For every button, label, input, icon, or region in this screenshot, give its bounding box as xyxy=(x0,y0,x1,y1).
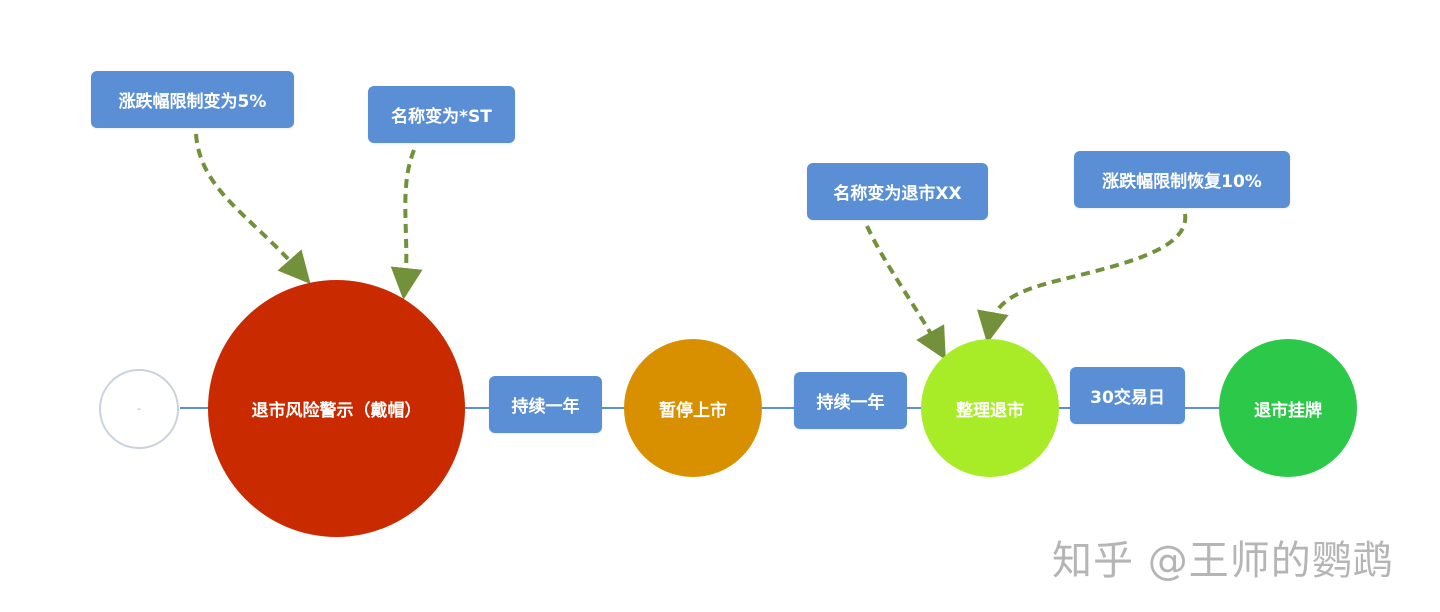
stage-delisting: 退市挂牌 xyxy=(1219,339,1357,477)
note-name-xx-label: 名称变为退市XX xyxy=(833,184,962,204)
stage-risk-warning-label: 退市风险警示（戴帽） xyxy=(251,401,422,421)
stage-arrangement-label: 整理退市 xyxy=(956,400,1024,421)
duration-box-2: 持续一年 xyxy=(794,372,907,429)
stage-delisting-label: 退市挂牌 xyxy=(1254,400,1322,421)
duration-label-1: 持续一年 xyxy=(511,397,580,417)
note-limit-5-label: 涨跌幅限制变为5% xyxy=(118,92,267,112)
duration-box-3: 30交易日 xyxy=(1070,367,1185,424)
duration-box-1: 持续一年 xyxy=(489,376,602,433)
note-name-xx: 名称变为退市XX xyxy=(807,163,988,220)
note-limit-10: 涨跌幅限制恢复10% xyxy=(1074,151,1290,208)
arrow-xx-to-arrangement xyxy=(865,225,946,360)
note-name-st-label: 名称变为*ST xyxy=(391,107,492,127)
note-name-st: 名称变为*ST xyxy=(368,86,515,143)
duration-label-2: 持续一年 xyxy=(816,393,885,413)
duration-label-3: 30交易日 xyxy=(1090,388,1165,408)
stage-suspension-label: 暂停上市 xyxy=(659,400,727,421)
arrow-st-to-risk xyxy=(390,149,423,300)
start-node: - xyxy=(99,369,179,449)
arrow-limit10-to-arrangement xyxy=(977,213,1188,344)
stage-suspension: 暂停上市 xyxy=(624,339,762,477)
stage-risk-warning: 退市风险警示（戴帽） xyxy=(208,280,465,537)
arrow-limit5-to-risk xyxy=(194,133,311,285)
note-limit-5: 涨跌幅限制变为5% xyxy=(91,71,294,128)
watermark: 知乎 @王师的鹦鹉 xyxy=(1052,538,1394,584)
stage-arrangement: 整理退市 xyxy=(921,339,1059,477)
start-node-label: - xyxy=(137,403,141,415)
note-limit-10-label: 涨跌幅限制恢复10% xyxy=(1102,172,1262,192)
